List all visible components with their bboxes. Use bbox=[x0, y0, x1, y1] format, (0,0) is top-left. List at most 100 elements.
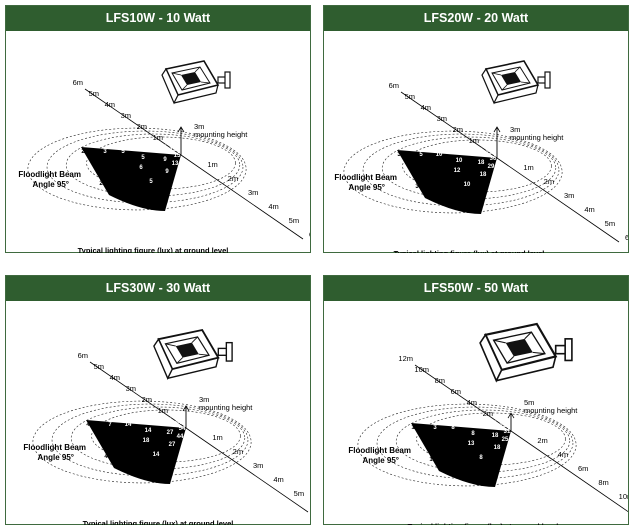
right-distance-label: 3m bbox=[248, 188, 258, 197]
left-distance-label: 1m bbox=[469, 136, 479, 145]
lux-value: 29 bbox=[488, 164, 495, 170]
left-distance-label: 8m bbox=[435, 376, 445, 385]
lux-value: 44 bbox=[165, 418, 172, 424]
lux-value: 25 bbox=[500, 423, 507, 429]
lux-value: 18 bbox=[492, 433, 499, 439]
lux-value: 31 bbox=[504, 429, 511, 435]
beam-angle-label: Angle 95° bbox=[348, 183, 385, 192]
mounting-height-label: mounting height bbox=[524, 406, 578, 415]
lux-value: 3 bbox=[397, 152, 401, 158]
mounting-height-label: mounting height bbox=[194, 130, 248, 139]
lux-value: 3 bbox=[433, 425, 437, 431]
lux-value: 7 bbox=[124, 442, 128, 448]
left-distance-label: 5m bbox=[89, 89, 99, 98]
beam-area bbox=[411, 423, 511, 487]
lux-value: 10 bbox=[436, 152, 443, 158]
right-distance-label: 6m bbox=[578, 464, 588, 473]
lux-value: 12 bbox=[454, 168, 461, 174]
floodlight-icon bbox=[161, 60, 231, 105]
right-distance-axis bbox=[510, 430, 628, 513]
lux-value: 10 bbox=[456, 158, 463, 164]
lux-value: 9 bbox=[165, 169, 169, 175]
light-ring bbox=[343, 130, 563, 214]
lux-value: 5 bbox=[149, 179, 153, 185]
lux-value: 18 bbox=[143, 438, 150, 444]
lux-value: 14 bbox=[153, 452, 160, 458]
lux-value: 18 bbox=[478, 160, 485, 166]
beam-angle-label: Angle 95° bbox=[32, 180, 69, 189]
left-distance-label: 10m bbox=[414, 365, 429, 374]
panel-title: LFS20W - 20 Watt bbox=[324, 6, 628, 31]
left-distance-label: 5m bbox=[405, 92, 415, 101]
arrow-up-icon bbox=[493, 126, 501, 133]
lux-value: 15 bbox=[170, 147, 177, 153]
right-distance-label: 1m bbox=[523, 163, 533, 172]
beam-label: Floodlight Beam bbox=[334, 173, 397, 182]
light-ring bbox=[51, 403, 249, 477]
lux-value: 2 bbox=[99, 181, 103, 187]
lighting-diagram: 1m2m3m4m5m6m1m2m3m4m5m6m2929362920181812… bbox=[334, 60, 628, 253]
right-distance-label: 2m bbox=[228, 174, 238, 183]
lux-value: 7 bbox=[473, 194, 477, 200]
lux-value: 14 bbox=[145, 428, 152, 434]
lux-value: 8 bbox=[451, 425, 455, 431]
light-ring bbox=[32, 400, 252, 484]
beam-area bbox=[397, 150, 497, 214]
mounting-height-value: 3m bbox=[510, 125, 520, 134]
lux-value: 29 bbox=[476, 148, 483, 154]
right-distance-label: 1m bbox=[212, 433, 222, 442]
right-distance-label: 5m bbox=[294, 489, 304, 498]
beam-area bbox=[81, 147, 181, 211]
lux-value: 44 bbox=[175, 420, 182, 426]
right-distance-label: 5m bbox=[289, 216, 299, 225]
left-distance-label: 6m bbox=[73, 78, 83, 87]
left-distance-label: 3m bbox=[121, 111, 131, 120]
right-distance-label: 6m bbox=[309, 230, 310, 239]
mounting-height-value: 3m bbox=[199, 395, 209, 404]
floodlight-icon bbox=[153, 328, 233, 380]
lux-value: 4 bbox=[104, 454, 108, 460]
light-ring bbox=[362, 133, 560, 207]
beam-area bbox=[86, 420, 186, 484]
left-distance-label: 3m bbox=[437, 114, 447, 123]
left-distance-label: 12m bbox=[398, 354, 413, 363]
right-distance-axis bbox=[496, 157, 620, 243]
mounting-height-value: 3m bbox=[194, 122, 204, 131]
lux-value: 25 bbox=[502, 437, 509, 443]
light-ring bbox=[86, 136, 236, 190]
panel-title: LFS30W - 30 Watt bbox=[6, 276, 310, 301]
lux-value: 10 bbox=[464, 182, 471, 188]
panel-title: LFS10W - 10 Watt bbox=[6, 6, 310, 31]
left-distance-axis bbox=[84, 88, 182, 156]
left-distance-label: 4m bbox=[467, 398, 477, 407]
right-distance-label: 8m bbox=[598, 478, 608, 487]
lux-value: 27 bbox=[153, 420, 160, 426]
lux-value: 15 bbox=[174, 153, 181, 159]
beam-angle-label: Angle 95° bbox=[37, 453, 74, 462]
lux-value: 6 bbox=[139, 165, 143, 171]
right-distance-label: 3m bbox=[253, 461, 263, 470]
panel-title: LFS50W - 50 Watt bbox=[324, 276, 628, 301]
lux-value: 25 bbox=[490, 421, 497, 427]
light-ring bbox=[27, 127, 247, 211]
beam-label: Floodlight Beam bbox=[23, 443, 86, 452]
arrow-up-icon bbox=[182, 405, 190, 412]
lux-value: 36 bbox=[490, 156, 497, 162]
left-distance-label: 2m bbox=[137, 122, 147, 131]
right-distance-label: 4m bbox=[558, 450, 568, 459]
left-distance-label: 2m bbox=[142, 395, 152, 404]
left-distance-axis bbox=[89, 361, 187, 429]
ground-level-caption: Typical lighting figure (lux) at ground … bbox=[83, 519, 234, 525]
lux-value: 2 bbox=[81, 149, 85, 155]
left-distance-label: 6m bbox=[389, 81, 399, 90]
lux-value: 18 bbox=[480, 172, 487, 178]
ground-level-caption: Typical lighting figure (lux) at ground … bbox=[78, 246, 229, 253]
lux-value: 14 bbox=[125, 422, 132, 428]
lux-value: 5 bbox=[121, 149, 125, 155]
floodlight-icon bbox=[481, 60, 551, 105]
lux-value: 13 bbox=[172, 161, 179, 167]
lux-value: 5 bbox=[141, 155, 145, 161]
lux-value: 19 bbox=[478, 423, 485, 429]
light-ring bbox=[402, 139, 552, 193]
